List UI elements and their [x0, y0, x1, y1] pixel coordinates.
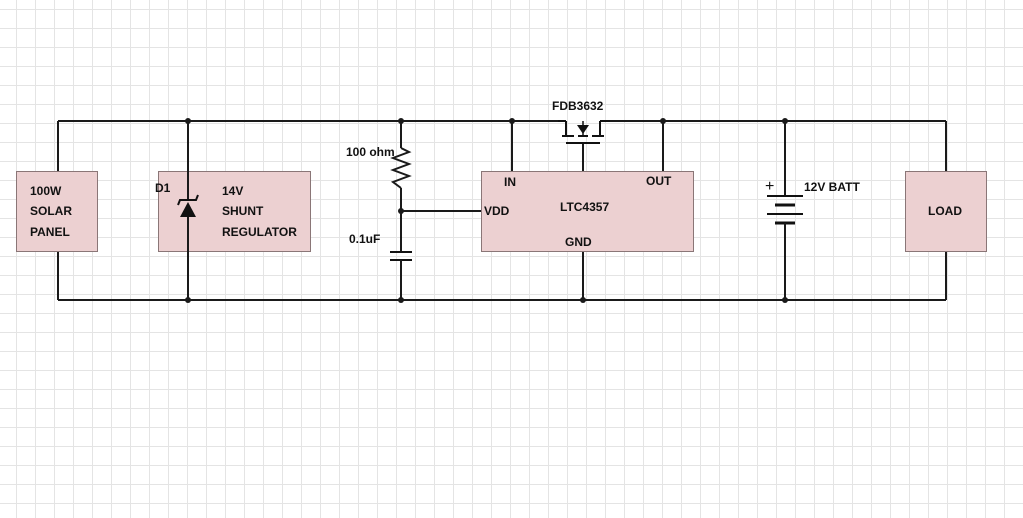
ltc4357-block	[481, 171, 694, 252]
junction-dot	[509, 118, 515, 124]
solar-panel-line-2: SOLAR	[30, 204, 72, 218]
shunt-regulator-line-3: REGULATOR	[222, 225, 297, 239]
solar-panel-block	[16, 171, 98, 252]
solar-panel-line-3: PANEL	[30, 225, 70, 239]
pin-in-label: IN	[504, 175, 516, 189]
resistor-icon	[390, 147, 412, 189]
junction-dot	[185, 297, 191, 303]
junction-dot	[398, 208, 404, 214]
load-block	[905, 171, 987, 252]
load-label: LOAD	[928, 204, 962, 218]
capacitor-label: 0.1uF	[349, 232, 381, 246]
shunt-regulator-line-2: SHUNT	[222, 204, 264, 218]
solar-panel-line-1: 100W	[30, 184, 62, 198]
pin-gnd-label: GND	[565, 235, 592, 249]
junction-dot	[660, 118, 666, 124]
junction-dot	[580, 297, 586, 303]
pin-out-label: OUT	[646, 174, 672, 188]
junction-dot	[398, 297, 404, 303]
battery-polarity-label: +	[765, 178, 775, 195]
junction-dot	[782, 118, 788, 124]
controller-name: LTC4357	[560, 200, 610, 214]
mosfet-icon	[558, 120, 610, 144]
resistor-label: 100 ohm	[346, 145, 395, 159]
zener-ref-label: D1	[155, 181, 171, 195]
pin-vdd-label: VDD	[484, 204, 510, 218]
shunt-regulator-line-1: 14V	[222, 184, 244, 198]
junction-dot	[398, 118, 404, 124]
mosfet-label: FDB3632	[552, 99, 604, 113]
junction-dot	[185, 118, 191, 124]
junction-dot	[782, 297, 788, 303]
battery-label: 12V BATT	[804, 180, 860, 194]
